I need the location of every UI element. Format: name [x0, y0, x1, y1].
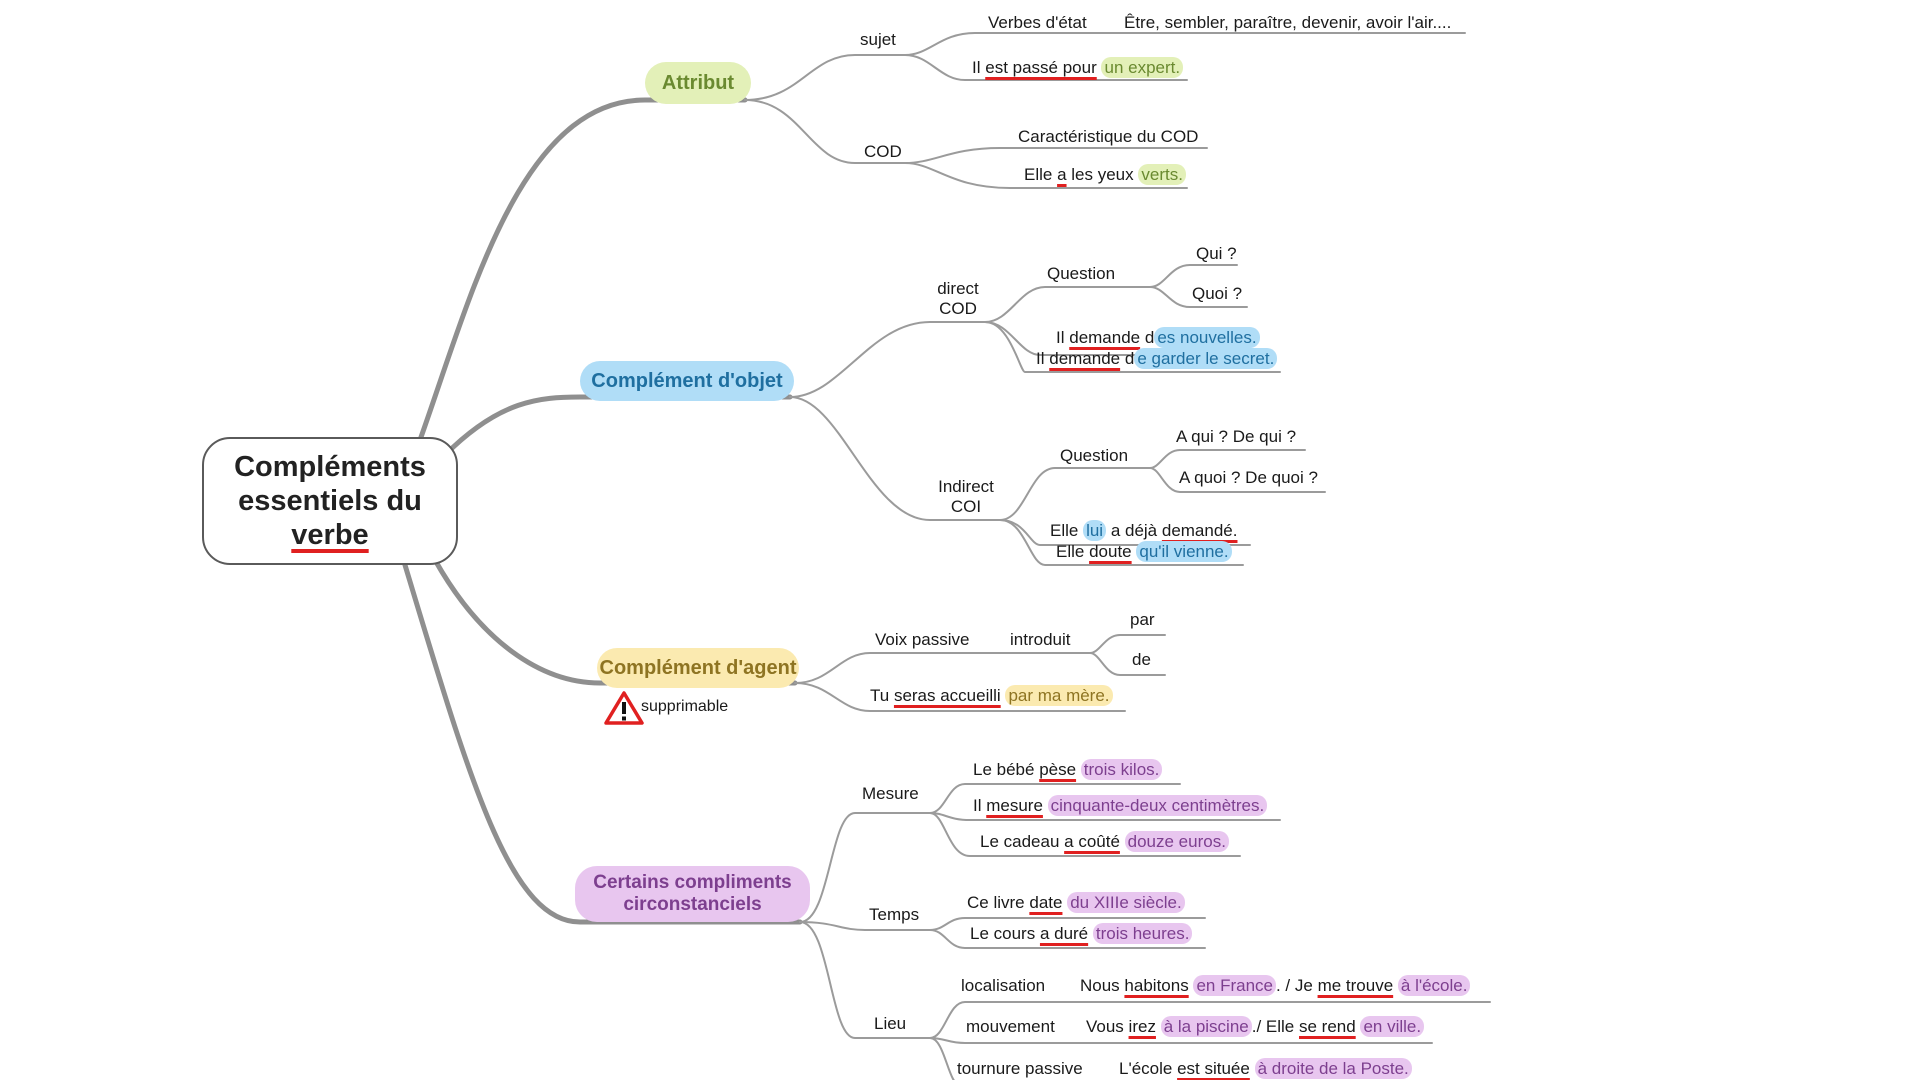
link-question-aquoi [1149, 467, 1326, 493]
node-etat-list: Être, sembler, paraître, devenir, avoir … [1124, 13, 1452, 32]
link-agent-example [794, 682, 1126, 712]
link-root-circ [402, 562, 803, 925]
example-indirect-2: Elle doute qu'il vienne. [1056, 541, 1232, 562]
link-lieu-mouv [929, 1037, 1433, 1044]
example-indirect-1: Elle lui a déjà demandé. [1050, 520, 1238, 541]
node-complement-objet[interactable]: Complément d'objet [580, 361, 794, 401]
node-lieu: Lieu [874, 1014, 907, 1033]
node-indirect-coi: Indirect COI [938, 477, 994, 516]
link-question-quoi [1149, 286, 1248, 308]
link-introduit-par [1089, 634, 1166, 654]
link-root-agent [432, 557, 798, 686]
link-sujet-etat [904, 32, 1466, 56]
node-attribut-label: Attribut [661, 72, 735, 94]
example-temps-1: Ce livre date du XIIIe siècle. [967, 892, 1185, 913]
node-direct-question: Question [1047, 264, 1116, 283]
node-carac-cod: Caractéristique du COD [1018, 127, 1199, 146]
link-indirect-ex2 [999, 519, 1244, 566]
link-sujet-example [904, 54, 1188, 81]
link-cod-carac [904, 147, 1208, 164]
example-sujet: Il est passé pour un expert. [972, 57, 1184, 78]
root-line1: Compléments [234, 451, 426, 483]
link-root-objet [442, 394, 793, 458]
link-root-attribut [417, 97, 748, 443]
node-localisation: localisation [961, 976, 1046, 995]
warning-label: supprimable [641, 698, 729, 715]
node-introduit: introduit [1010, 630, 1071, 649]
node-qui: Qui ? [1196, 244, 1237, 263]
link-attribut-sujet [744, 54, 906, 101]
example-cod: Elle a les yeux verts. [1024, 164, 1186, 185]
example-localisation: Nous habitons en France. / Je me trouve … [1080, 975, 1471, 996]
node-circ-line1: Certains compliments [593, 872, 792, 893]
node-tournure-passive: tournure passive [957, 1059, 1083, 1078]
example-agent: Tu seras accueilli par ma mère. [870, 685, 1113, 706]
link-cod-example [904, 162, 1188, 189]
node-complement-agent[interactable]: Complément d'agent [597, 648, 799, 688]
node-sujet: sujet [860, 30, 896, 49]
example-tournure-passive: L'école est située à droite de la Poste. [1119, 1058, 1412, 1079]
node-aqui: A qui ? De qui ? [1176, 427, 1297, 446]
link-mesure-ex3 [929, 812, 1241, 857]
link-circ-lieu [799, 921, 931, 1039]
link-temps-ex2 [929, 929, 1206, 949]
link-introduit-de [1089, 652, 1166, 676]
node-objet-label: Complément d'objet [591, 370, 783, 392]
link-objet-indirect [789, 396, 1001, 521]
root-node[interactable]: Compléments essentiels du verbe [202, 437, 458, 565]
root-line3: verbe [291, 519, 369, 551]
link-objet-direct [789, 321, 986, 398]
link-question-aqui [1149, 449, 1306, 469]
node-attribut[interactable]: Attribut [645, 62, 751, 104]
link-mesure-ex1 [929, 783, 1181, 814]
node-cod: COD [864, 142, 902, 161]
node-mouvement: mouvement [966, 1017, 1055, 1036]
link-direct-question [984, 286, 1151, 323]
node-circ-line2: circonstanciels [623, 894, 762, 915]
node-de: de [1132, 650, 1151, 669]
link-question-qui [1149, 264, 1238, 288]
node-par: par [1130, 610, 1155, 629]
link-attribut-cod [744, 99, 906, 164]
warning-icon [604, 691, 644, 725]
node-temps: Temps [869, 905, 920, 924]
link-lieu-loc [929, 1001, 1491, 1039]
node-agent-label: Complément d'agent [599, 657, 797, 679]
example-mesure-3: Le cadeau a coûté douze euros. [980, 831, 1229, 852]
node-direct-cod: direct COD [937, 279, 979, 318]
link-circ-mesure [799, 812, 931, 923]
root-line2: essentiels du [238, 485, 422, 517]
link-lieu-tourn [929, 1037, 956, 1080]
link-circ-temps [799, 921, 931, 931]
example-mouvement: Vous irez à la piscine./ Elle se rend en… [1086, 1016, 1425, 1037]
link-agent-voix [794, 652, 1091, 684]
link-indirect-question [999, 467, 1151, 521]
node-indirect-question: Question [1060, 446, 1129, 465]
node-verbes-etat: Verbes d'état [988, 13, 1087, 32]
node-aquoi: A quoi ? De quoi ? [1179, 468, 1318, 487]
node-circonstanciels[interactable]: Certains compliments circonstanciels [575, 866, 810, 922]
example-mesure-2: Il mesure cinquante-deux centimètres. [973, 795, 1268, 816]
node-voix-passive: Voix passive [875, 630, 970, 649]
node-mesure: Mesure [862, 784, 919, 803]
example-temps-2: Le cours a duré trois heures. [970, 923, 1193, 944]
link-direct-ex2 [984, 321, 1281, 373]
example-mesure-1: Le bébé pèse trois kilos. [973, 759, 1163, 780]
node-quoi: Quoi ? [1192, 284, 1243, 303]
